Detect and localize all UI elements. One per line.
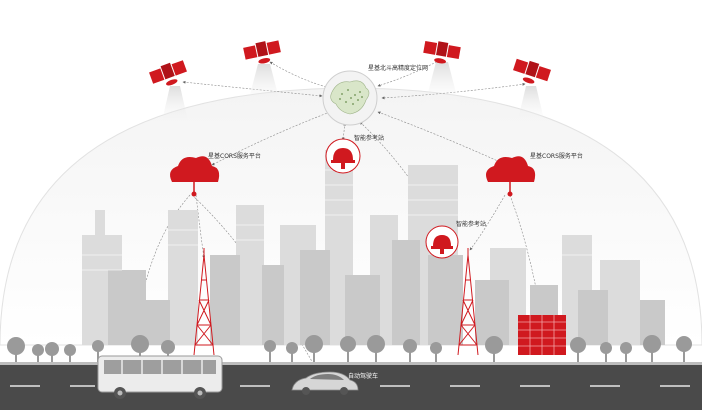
satellite-icon [423, 40, 461, 64]
satellite-icon [513, 58, 551, 84]
bus-icon [97, 355, 223, 399]
building-windows [82, 169, 592, 271]
tree-row [7, 335, 692, 364]
reference-station-icon [425, 225, 459, 259]
station-top-label: 智能参考站 [354, 134, 384, 142]
china-map-icon [322, 70, 378, 126]
map-label: 星基北斗高精度定位网 [368, 64, 428, 72]
signal-tower-icon [457, 248, 479, 356]
car-icon [291, 371, 359, 395]
satellite-icon [243, 40, 281, 64]
cloud-server-icon [486, 156, 536, 197]
satellite-beams [160, 62, 546, 130]
signal-tower-icon [193, 248, 215, 356]
data-center-building [518, 315, 566, 355]
station-mid-label: 智能参考站 [456, 220, 486, 228]
reference-station-icon [325, 138, 361, 174]
cloud-server-icon [170, 156, 220, 197]
car-label: 自动驾驶车 [348, 372, 378, 380]
satellite-icon [149, 60, 187, 86]
cloud-right-label: 星基CORS服务平台 [530, 152, 583, 160]
cloud-left-label: 星基CORS服务平台 [208, 152, 261, 160]
